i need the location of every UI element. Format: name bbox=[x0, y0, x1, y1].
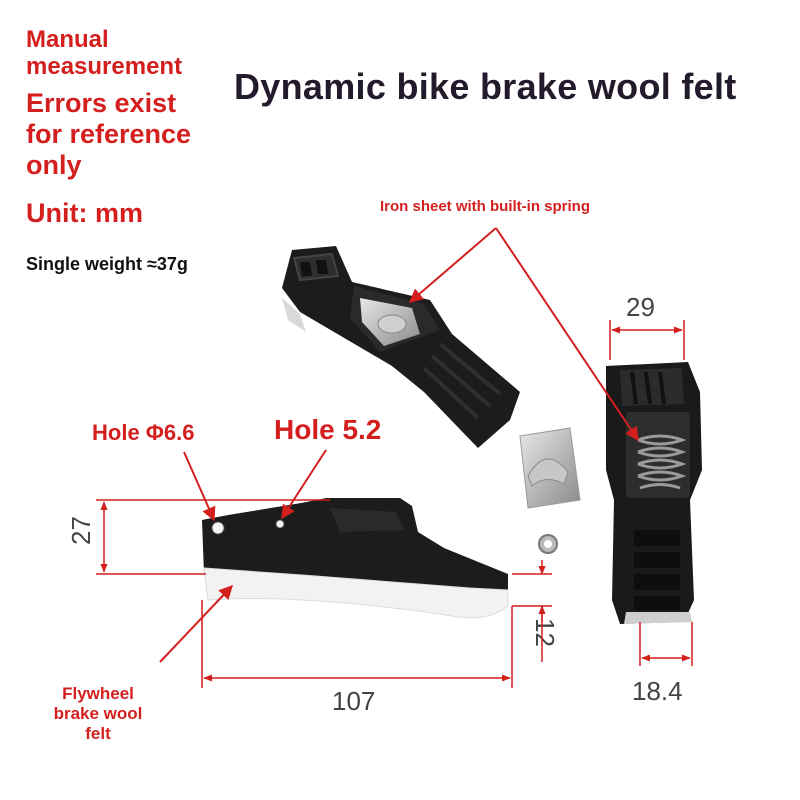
iron-sheet-label: Iron sheet with built-in spring bbox=[380, 198, 590, 215]
hole-large bbox=[211, 521, 225, 535]
felt-line-2: brake wool bbox=[53, 704, 143, 723]
errors-note: Errors exist for reference only bbox=[26, 88, 191, 181]
hole-large-label: Hole Φ6.6 bbox=[92, 420, 195, 445]
dimension-lines bbox=[96, 320, 693, 688]
brake-block-left bbox=[202, 498, 509, 619]
errors-line-3: only bbox=[26, 150, 82, 180]
errors-line-2: for reference bbox=[26, 119, 192, 149]
spring-icon bbox=[637, 434, 687, 490]
wool-felt bbox=[203, 567, 509, 619]
iron-plate-loose bbox=[519, 427, 581, 554]
errors-line-1: Errors exist bbox=[26, 88, 177, 118]
manual-measurement-note: Manual measurement bbox=[26, 26, 182, 80]
brake-block-right bbox=[606, 362, 702, 624]
unit-note: Unit: mm bbox=[26, 198, 143, 228]
dimension-length: 107 bbox=[332, 686, 376, 716]
brake-block-top bbox=[282, 246, 520, 448]
hole-small-label: Hole 5.2 bbox=[274, 414, 382, 445]
manual-line-2: measurement bbox=[26, 53, 183, 80]
dimension-width-top: 29 bbox=[626, 292, 655, 322]
hole-small bbox=[275, 519, 285, 529]
felt-line-1: Flywheel bbox=[62, 684, 134, 703]
manual-line-1: Manual bbox=[26, 26, 109, 53]
pointer-arrows bbox=[159, 227, 639, 663]
page-title: Dynamic bike brake wool felt bbox=[234, 66, 737, 107]
dimension-width-bottom: 18.4 bbox=[632, 676, 683, 706]
felt-line-3: felt bbox=[85, 724, 111, 743]
felt-label: Flywheel brake wool felt bbox=[38, 684, 158, 744]
weight-note: Single weight ≈37g bbox=[26, 254, 188, 274]
